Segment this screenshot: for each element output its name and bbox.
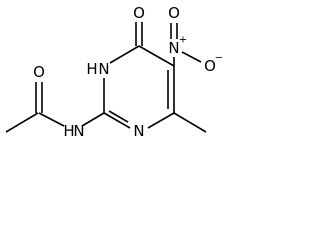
- bond-n3-c2-a: [103, 112, 131, 129]
- bond-n3-c2-b: [108, 110, 129, 123]
- nitro-nitrogen-charge: +: [179, 35, 187, 46]
- bond-c4-methyl: [173, 112, 207, 133]
- acetyl-oxygen-label: O: [33, 63, 45, 81]
- bond-n1-c6: [109, 45, 140, 64]
- ring-n-lower-label: N: [133, 122, 144, 140]
- bond-nitro-o-right: [181, 51, 202, 63]
- ring-carbonyl-oxygen-label: O: [133, 4, 145, 22]
- bond-nh-c2: [81, 112, 105, 127]
- chemical-structure: O N H N N + O O − O H N: [5, 4, 223, 140]
- nitro-oxygen-right-label: O: [204, 57, 216, 75]
- nitro-oxygen-top-label: O: [168, 4, 180, 22]
- bond-c4-n3: [147, 112, 175, 129]
- nitro-nitrogen-label: N: [168, 39, 179, 57]
- bond-c6-c5: [138, 45, 175, 67]
- nitro-oxygen-right-charge: −: [215, 53, 223, 64]
- bond-methyl-carbonyl: [5, 112, 39, 133]
- amide-nh-n-label: N: [73, 122, 84, 140]
- ring-nh-n-label: N: [98, 60, 109, 78]
- bond-carbonyl-nh: [38, 112, 65, 127]
- ring-nh-h-label: H: [86, 60, 97, 78]
- amide-nh-h-label: H: [63, 122, 74, 140]
